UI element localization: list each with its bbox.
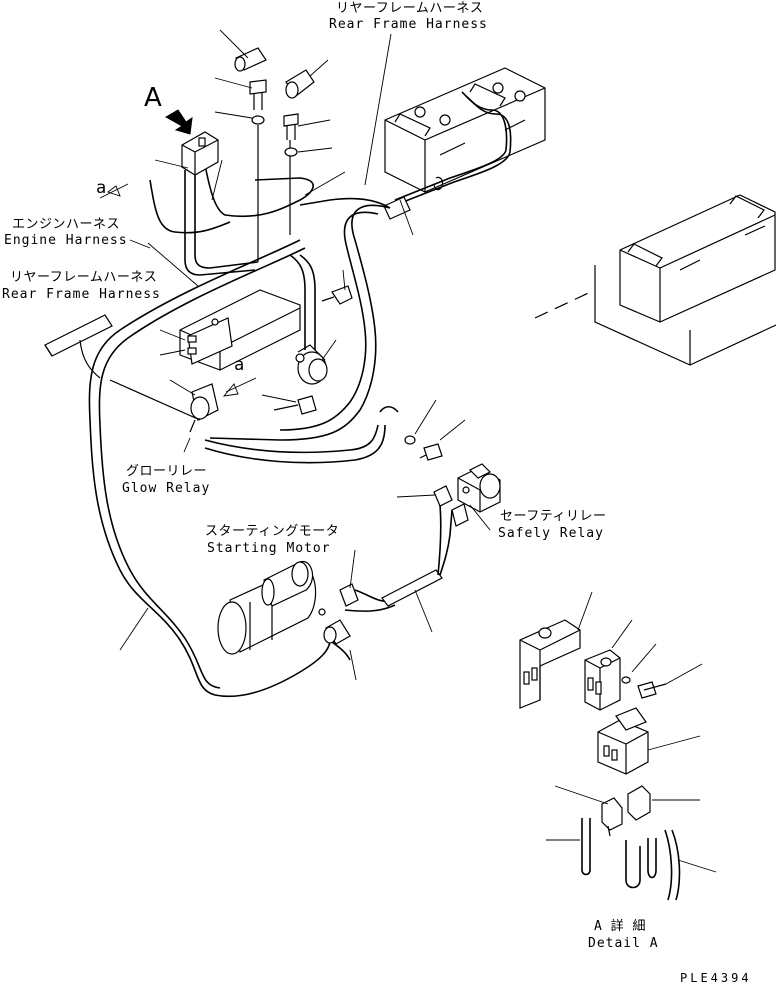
starting-motor-label-jp: スターティングモータ bbox=[205, 524, 339, 539]
rear-frame-harness-left-label-jp: リヤーフレームハーネス bbox=[10, 270, 157, 285]
rear-frame-harness-top-label-jp: リヤーフレームハーネス bbox=[336, 1, 483, 16]
mounting-bracket bbox=[109, 289, 301, 421]
top-fasteners bbox=[234, 47, 315, 157]
glow-relay-label-en: Glow Relay bbox=[122, 481, 210, 496]
glow-relay-label-jp: グローリレー bbox=[126, 464, 207, 479]
leader-lines bbox=[99, 29, 717, 873]
safety-relay bbox=[433, 463, 501, 527]
detail-a-parts bbox=[519, 619, 681, 901]
starting-motor-label-en: Starting Motor bbox=[207, 541, 331, 556]
rear-frame-harness-pipe bbox=[44, 314, 113, 379]
battery-relay bbox=[295, 344, 328, 385]
drawing-code: PLE4394 bbox=[680, 971, 752, 985]
view-a-label: A bbox=[144, 83, 162, 113]
view-arrow-a bbox=[164, 109, 193, 135]
safety-relay-label-en: Safely Relay bbox=[498, 526, 604, 541]
ref-a-label-2: a bbox=[234, 355, 244, 375]
safety-relay-label-jp: セーフティリレー bbox=[500, 509, 606, 524]
detail-a-label-jp: A 詳 細 bbox=[594, 918, 646, 934]
ref-a-label-1: a bbox=[96, 178, 106, 198]
battery-right bbox=[619, 194, 776, 323]
starting-motor bbox=[217, 561, 359, 655]
rear-frame-harness-left-label-en: Rear Frame Harness bbox=[2, 287, 161, 302]
glow-relay bbox=[189, 383, 219, 433]
connector-a bbox=[181, 131, 219, 176]
rear-frame-harness-top-label-en: Rear Frame Harness bbox=[329, 17, 488, 32]
engine-harness-label-jp: エンジンハーネス bbox=[12, 217, 120, 232]
battery-left bbox=[384, 67, 546, 193]
middle-fasteners bbox=[273, 285, 443, 461]
detail-a-label-en: Detail A bbox=[588, 936, 659, 951]
engine-harness-label-en: Engine Harness bbox=[4, 233, 128, 248]
battery-tray bbox=[534, 265, 776, 366]
harness-bundle bbox=[88, 91, 512, 698]
